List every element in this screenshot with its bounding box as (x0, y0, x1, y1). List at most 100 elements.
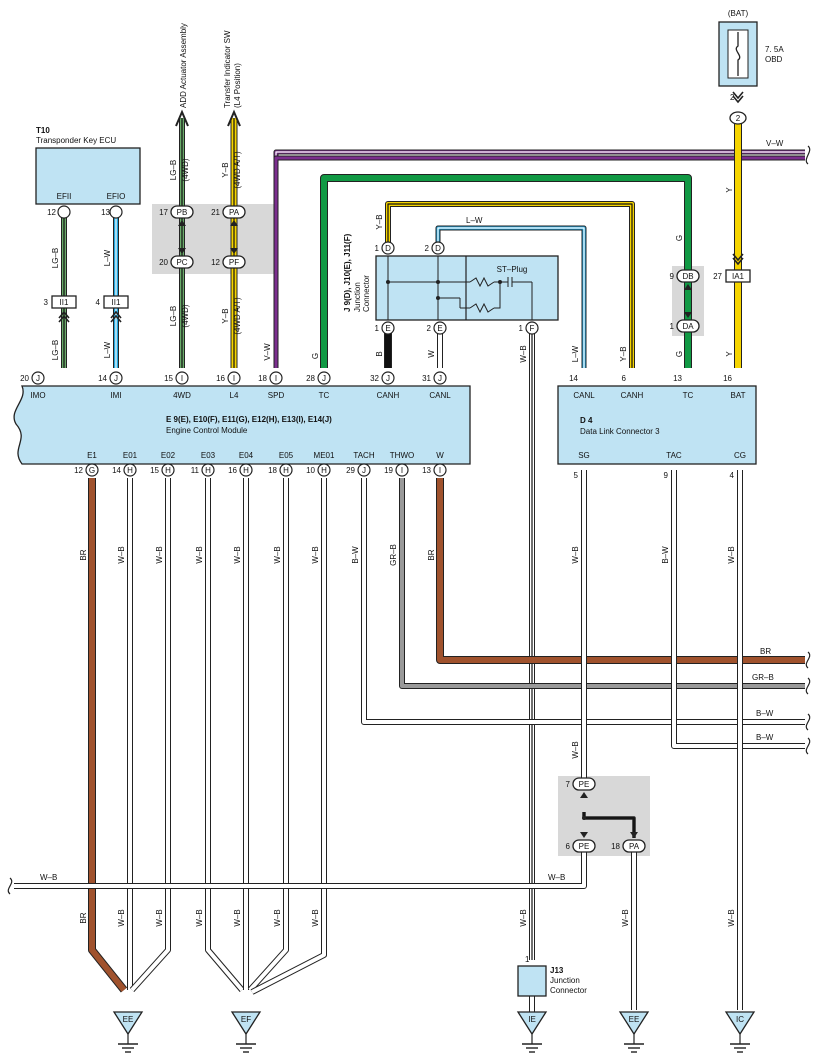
junction-bottom-pin-letter: F (530, 324, 535, 333)
wire-bw-tach (362, 478, 805, 724)
wire-label-y: Y (725, 351, 734, 357)
wire-label-wb: W–B (273, 546, 282, 563)
ecm-bottom-pin-label: W (436, 451, 444, 460)
ecm-top-pin-letter: J (36, 374, 40, 383)
conn-pf-label: PF (229, 258, 239, 267)
dlc-bottom-pin-num: 5 (574, 471, 579, 480)
t10-pin-num: 13 (101, 208, 110, 217)
break-mark (805, 713, 811, 731)
wire-label-wb: W–B (233, 546, 242, 563)
conn-pa-bot-num: 18 (611, 842, 620, 851)
wire-br-w-outline (436, 478, 805, 664)
wire-label-yb: Y–B (375, 214, 384, 229)
wire-label-yb: Y–B (619, 346, 628, 361)
fuse-chevron-icon (732, 91, 744, 100)
wire-labels: LG–BLG–BL–WL–WLG–B(4WD)LG–B(4WD)Y–B(4WD … (40, 139, 784, 927)
junction-bottom-pin (433, 321, 447, 335)
ecm-top-pin-label: CANL (429, 391, 451, 400)
conn-pf (222, 255, 246, 269)
dlc-top-pin-num: 14 (569, 374, 578, 383)
break-mark (805, 677, 811, 695)
dlc-top-pin-label: TC (683, 391, 694, 400)
j13-id: J13 (550, 966, 564, 975)
wire-label-yb: Y–B (221, 308, 230, 323)
conn-pb-num: 17 (159, 208, 168, 217)
wire-wb-me01 (251, 478, 326, 994)
arrow-up-icon (227, 109, 241, 127)
ecm-top-pin-num: 14 (98, 374, 107, 383)
conn-db-label: DB (682, 272, 693, 281)
ecm-top-pin (433, 371, 447, 385)
add-actuator-label: ADD Actuator Assembly (179, 23, 188, 108)
conn-arrow-icon (580, 832, 588, 838)
ecm-top-pin-letter: J (438, 374, 442, 383)
fuse-title: (BAT) (728, 9, 749, 18)
st-plug-label: ST–Plug (497, 265, 528, 274)
junction-dot (436, 296, 440, 300)
junction-bottom-pin-num: 1 (519, 324, 524, 333)
ecm-top-pin-num: 32 (370, 374, 379, 383)
ecm-bottom-pin-num: 19 (384, 466, 393, 475)
ecm-bottom-pin (123, 463, 137, 477)
dlc-bottom-pin-num: 9 (664, 471, 669, 480)
arrow-up-icon (175, 109, 189, 127)
ecm-bottom-pin-num: 16 (228, 466, 237, 475)
break-mark (805, 737, 811, 755)
dlc-top-pin-num: 13 (673, 374, 682, 383)
wire-label-wb: W–B (273, 909, 282, 926)
wire-label-wb: W–B (548, 873, 565, 882)
junction-bottom-pin (525, 321, 539, 335)
conn-arrow-icon (178, 220, 186, 226)
wire-label-br: BR (79, 912, 88, 923)
conn-ii1-a-num: 3 (44, 298, 49, 307)
ground-symbol-icon (618, 1011, 650, 1036)
break-mark (805, 651, 811, 669)
ecm-top-pin-label: 4WD (173, 391, 191, 400)
junction-dot (436, 280, 440, 284)
wire-label-wb: W–B (155, 546, 164, 563)
transfer-sw-label: Transfer Indicator SW (223, 30, 232, 108)
wire-label-lw: L–W (103, 249, 112, 266)
fuse-terminal-label: 2 (736, 114, 741, 123)
ecm-top-pin-num: 16 (216, 374, 225, 383)
break-mark (7, 877, 13, 895)
t10-pin-efii: EFII (57, 192, 72, 201)
wire-wb-e03 (206, 478, 244, 992)
ecm-bottom-pin-num: 15 (150, 466, 159, 475)
junction-name2: Connector (362, 275, 371, 312)
ground-symbol-icon (230, 1011, 262, 1036)
conn-pa-bot (622, 839, 646, 853)
junction-bottom-pin-num: 1 (375, 324, 380, 333)
wire-label-w: W (427, 350, 436, 358)
conn-ii1-a (51, 295, 77, 309)
wire-label-g: G (675, 235, 684, 241)
ecm-bottom-pin-label: E05 (279, 451, 294, 460)
ecm-top-pin-letter: J (114, 374, 118, 383)
wire-label-y: Y (725, 187, 734, 193)
ecm-bottom-pin (85, 463, 99, 477)
conn-pe-bot-label: PE (579, 842, 590, 851)
wire-label-4wd-at: (4WD A/T) (233, 151, 242, 189)
fuse-rating: 7. 5A (765, 45, 784, 54)
conn-pe-bot-num: 6 (566, 842, 571, 851)
wire-label-wb: W–B (519, 909, 528, 926)
wire-bw-tac (672, 470, 805, 748)
ecm-top-pin (317, 371, 331, 385)
ecm-top-pin-letter: I (233, 374, 235, 383)
fuse-icon (735, 32, 741, 76)
ecm-top-pin-num: 15 (164, 374, 173, 383)
conn-ii1-a-label: II1 (60, 298, 69, 307)
ecm-top-pin-letter: I (181, 374, 183, 383)
ecm-top-pin-label: L4 (230, 391, 239, 400)
wire-label-wb: W–B (117, 546, 126, 563)
ecm-bottom-pin-label: ME01 (314, 451, 335, 460)
ecm-bottom-pin-label: E1 (87, 451, 97, 460)
junction-top-pin (431, 241, 445, 255)
conn-arrow-icon (580, 792, 588, 798)
ecm-bottom-pin-label: THWO (390, 451, 414, 460)
ecm-bottom-pin (357, 463, 371, 477)
ecm-top-pin (227, 371, 241, 385)
junction-top-pin-num: 2 (425, 244, 430, 253)
ecm-bottom-pin-letter: H (283, 466, 289, 475)
